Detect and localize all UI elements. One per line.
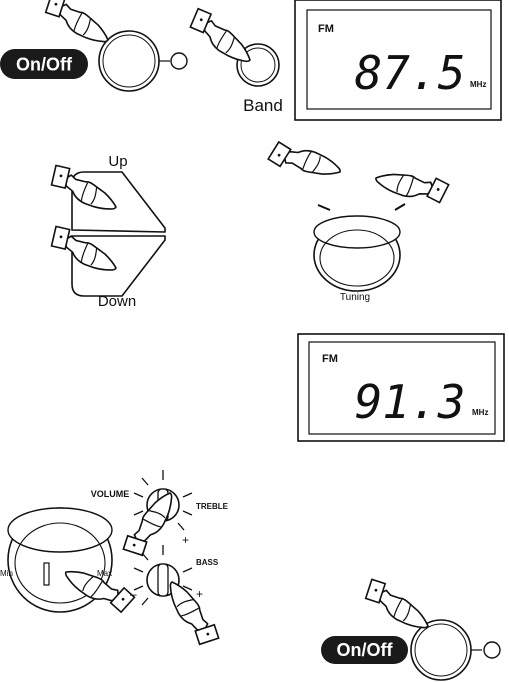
pointing-hand-icon xyxy=(41,0,116,49)
tuning-label: Tuning xyxy=(340,292,370,303)
lcd-unit-top: MHz xyxy=(470,80,486,89)
lcd-band-mid: FM xyxy=(322,353,338,365)
min-label: Min xyxy=(0,569,13,578)
down-label: Down xyxy=(98,293,136,310)
on-off-label-top: On/Off xyxy=(16,55,73,75)
tuning-knob-icon[interactable] xyxy=(314,216,400,291)
bass-plus-label: + xyxy=(196,587,203,601)
on-off-label-bottom: On/Off xyxy=(337,640,394,660)
rotate-arrow-left xyxy=(318,205,330,210)
bass-minus-label: – xyxy=(130,587,137,601)
power-knob-icon[interactable] xyxy=(411,620,471,680)
pointing-hand-icon xyxy=(361,577,436,635)
volume-label: VOLUME xyxy=(91,489,130,499)
lcd-frequency-top: 87.5 xyxy=(355,46,466,100)
lcd-frequency-mid: 91.3 xyxy=(355,375,466,429)
up-label: Up xyxy=(108,153,127,170)
bass-label: BASS xyxy=(196,558,219,567)
pointing-hand-icon xyxy=(185,6,258,68)
pointing-hand-icon xyxy=(267,138,343,186)
lcd-band-top: FM xyxy=(318,23,334,35)
on-off-button-bottom[interactable]: On/Off xyxy=(321,636,408,664)
rotate-arrow-right xyxy=(395,204,405,210)
band-label: Band xyxy=(243,96,283,115)
max-label: Max xyxy=(97,569,112,578)
lcd-display-top: FM 87.5 MHz xyxy=(295,0,501,120)
indicator-led-icon xyxy=(171,53,187,69)
treble-plus-label: + xyxy=(182,533,189,547)
lcd-unit-mid: MHz xyxy=(472,408,488,417)
treble-label: TREBLE xyxy=(196,502,229,511)
lcd-display-mid: FM 91.3 MHz xyxy=(298,334,504,441)
pointing-hand-icon xyxy=(163,574,221,649)
on-off-button-top[interactable]: On/Off xyxy=(0,49,88,79)
pointing-hand-icon xyxy=(373,163,449,206)
indicator-led-icon xyxy=(484,642,500,658)
